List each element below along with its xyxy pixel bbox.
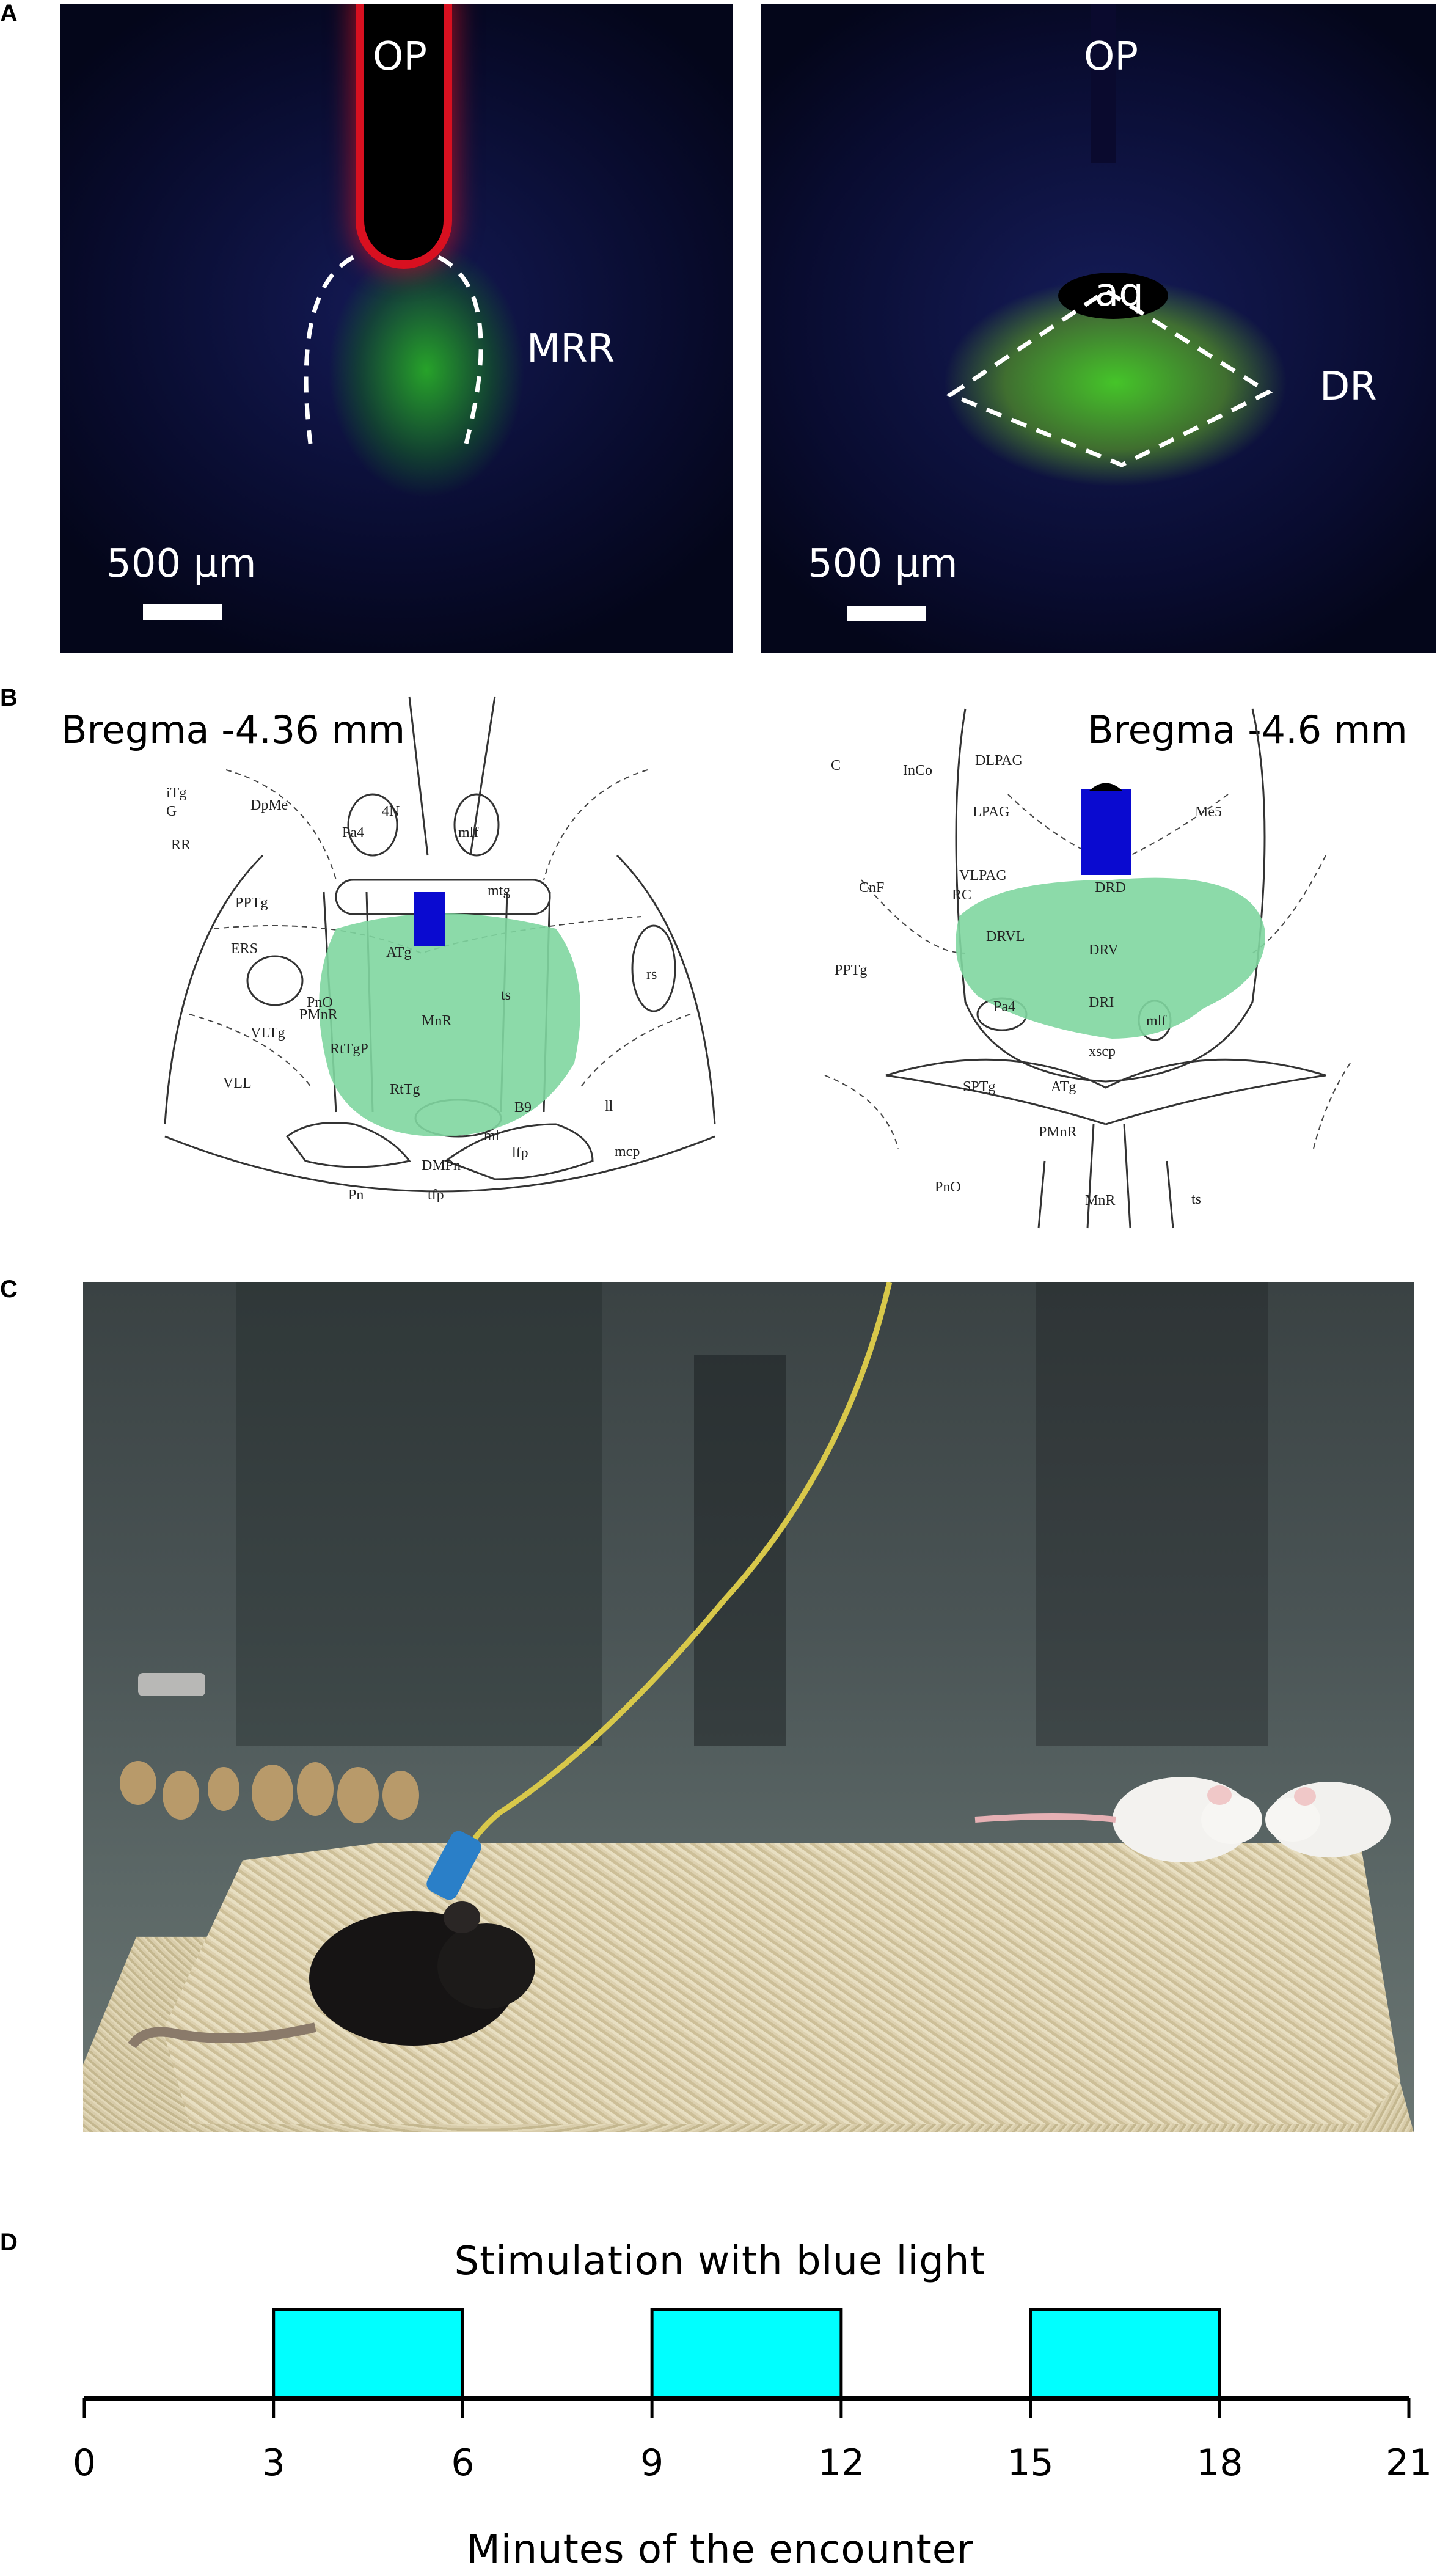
svg-text:ml: ml xyxy=(484,1128,500,1144)
svg-text:iTg: iTg xyxy=(166,785,186,801)
svg-text:ts: ts xyxy=(501,987,511,1003)
panel-letter-d: D xyxy=(0,2229,18,2256)
svg-text:DRD: DRD xyxy=(1095,880,1126,896)
tick-label-6: 6 xyxy=(451,2442,475,2484)
svg-text:LPAG: LPAG xyxy=(973,804,1009,820)
svg-text:VLPAG: VLPAG xyxy=(959,868,1007,884)
optic-fiber-right xyxy=(1081,789,1131,875)
aq-label: aq xyxy=(1095,270,1144,315)
svg-text:DRV: DRV xyxy=(1089,942,1119,958)
tick-label-21: 21 xyxy=(1385,2442,1433,2484)
svg-text:PPTg: PPTg xyxy=(835,962,867,978)
scale-bar-label-left: 500 µm xyxy=(106,541,257,587)
svg-text:B9: B9 xyxy=(514,1100,532,1116)
svg-text:lfp: lfp xyxy=(512,1145,528,1161)
svg-text:mlf: mlf xyxy=(458,825,478,841)
svg-text:VLL: VLL xyxy=(223,1075,252,1091)
panel-letter-c: C xyxy=(0,1276,18,1303)
svg-text:PMnR: PMnR xyxy=(1039,1124,1077,1140)
svg-text:CnF: CnF xyxy=(859,880,884,896)
mrr-label: MRR xyxy=(527,326,615,371)
tick-label-9: 9 xyxy=(640,2442,664,2484)
micrograph-mrr: OP MRR 500 µm xyxy=(60,4,733,653)
tick-label-0: 0 xyxy=(72,2442,97,2484)
svg-text:Me5: Me5 xyxy=(1195,804,1222,820)
mrr-outline xyxy=(143,255,483,620)
stimulation-bar-3 xyxy=(1029,2308,1221,2400)
panel-letter-a: A xyxy=(0,0,18,27)
svg-text:Pa4: Pa4 xyxy=(342,825,364,841)
dr-region xyxy=(956,877,1265,1039)
svg-text:DLPAG: DLPAG xyxy=(975,753,1023,769)
svg-text:Pa4: Pa4 xyxy=(993,999,1015,1015)
micrograph-dr: OP aq DR 500 µm xyxy=(761,4,1436,653)
svg-text:PnO: PnO xyxy=(935,1179,961,1195)
svg-text:mlf: mlf xyxy=(1146,1013,1166,1029)
svg-text:MnR: MnR xyxy=(1085,1193,1115,1209)
panel-letter-b: B xyxy=(0,684,18,711)
bregma-right: Bregma -4.6 mm xyxy=(1087,708,1408,752)
svg-text:RC: RC xyxy=(952,887,971,903)
svg-text:Pn: Pn xyxy=(348,1187,364,1203)
tick-label-12: 12 xyxy=(817,2442,865,2484)
dr-outline xyxy=(847,4,1273,621)
svg-text:SPTg: SPTg xyxy=(963,1079,995,1095)
tick-label-18: 18 xyxy=(1196,2442,1243,2484)
svg-text:mtg: mtg xyxy=(488,883,510,899)
svg-text:DRI: DRI xyxy=(1089,995,1114,1011)
op-label-left: OP xyxy=(373,34,427,79)
svg-text:RtTgP: RtTgP xyxy=(330,1041,368,1057)
svg-text:rs: rs xyxy=(646,967,657,982)
tick-label-3: 3 xyxy=(261,2442,285,2484)
photo-scene xyxy=(120,1282,1391,2049)
mnr-region xyxy=(319,913,580,1136)
svg-text:ll: ll xyxy=(605,1099,613,1114)
svg-text:4N: 4N xyxy=(382,803,400,819)
svg-text:ATg: ATg xyxy=(386,945,411,961)
svg-text:PMnR: PMnR xyxy=(299,1007,338,1023)
fiber-track xyxy=(364,4,444,260)
bregma-left: Bregma -4.36 mm xyxy=(61,708,406,752)
x-axis-label: Minutes of the encounter xyxy=(466,2527,974,2572)
optic-fiber-left xyxy=(414,892,445,946)
stimulation-bar-2 xyxy=(650,2308,843,2400)
svg-text:ts: ts xyxy=(1191,1191,1201,1207)
behavior-photo xyxy=(83,1282,1414,2132)
svg-text:tfp: tfp xyxy=(428,1187,444,1203)
svg-text:mcp: mcp xyxy=(615,1144,640,1160)
stimulation-bar-1 xyxy=(272,2308,464,2400)
svg-text:RR: RR xyxy=(171,837,191,853)
svg-text:DpMe: DpMe xyxy=(250,797,288,813)
svg-text:DMPn: DMPn xyxy=(422,1158,461,1174)
svg-text:MnR: MnR xyxy=(422,1013,451,1029)
svg-text:C: C xyxy=(831,758,841,774)
dr-label: DR xyxy=(1320,364,1377,409)
svg-text:VLTg: VLTg xyxy=(250,1025,285,1041)
svg-text:PnO: PnO xyxy=(307,995,333,1011)
tick-label-15: 15 xyxy=(1007,2442,1054,2484)
svg-text:xscp: xscp xyxy=(1089,1044,1116,1059)
svg-text:DRVL: DRVL xyxy=(986,929,1025,945)
op-label-right: OP xyxy=(1084,34,1138,79)
timeline-title: Stimulation with blue light xyxy=(454,2239,986,2284)
scale-bar-label-right: 500 µm xyxy=(808,541,958,587)
svg-text:PPTg: PPTg xyxy=(235,895,268,911)
svg-text:ERS: ERS xyxy=(231,941,258,957)
svg-text:RtTg: RtTg xyxy=(390,1081,420,1097)
svg-text:G: G xyxy=(166,803,177,819)
svg-text:InCo: InCo xyxy=(903,763,932,778)
svg-text:ATg: ATg xyxy=(1051,1079,1076,1095)
timeline-chart xyxy=(82,2308,1411,2418)
